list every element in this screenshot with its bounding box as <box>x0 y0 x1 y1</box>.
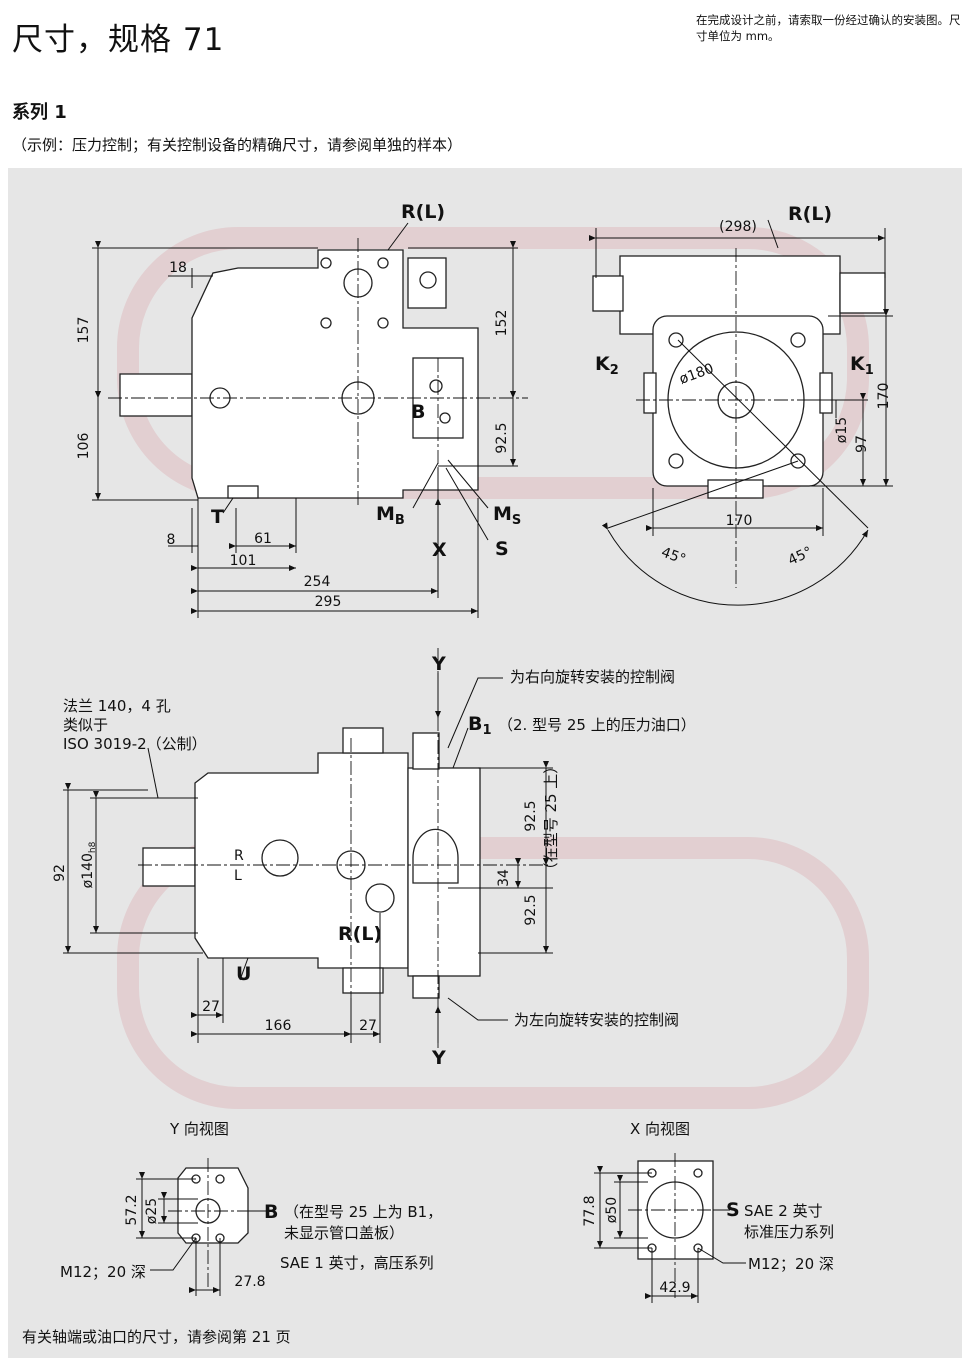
label-b-port: B <box>264 1201 278 1223</box>
side-view: 157 106 18 152 92.5 8 61 101 254 295 R(L… <box>76 201 528 618</box>
dim-18: 18 <box>169 260 187 276</box>
label-r-l: R(L) <box>401 201 445 223</box>
dim-45-right: 45° <box>786 544 815 569</box>
dim-34: 34 <box>496 869 512 887</box>
dim-254: 254 <box>304 574 331 590</box>
label-x: X <box>432 539 447 561</box>
dim-166: 166 <box>265 1018 292 1034</box>
dim-phi140: ø140h8 <box>80 841 98 888</box>
footer-note: 有关轴端或油口的尺寸，请参阅第 21 页 <box>22 1328 291 1346</box>
dim-27-right: 27 <box>359 1018 377 1034</box>
sae-2-note-2: 标准压力系列 <box>744 1223 834 1241</box>
flange-note-3: ISO 3019-2（公制） <box>63 735 207 753</box>
dim-101: 101 <box>230 553 257 569</box>
b-note-1: （在型号 25 上为 B1， <box>284 1203 442 1221</box>
y-view-title: Y 向视图 <box>169 1120 229 1138</box>
dim-92-5-lower: 92.5 <box>523 894 539 925</box>
y-view: Y 向视图 57.2 ø25 27.8 B （在型号 25 上为 B1， 未显示… <box>60 1120 442 1296</box>
label-b1: B1 <box>468 713 492 738</box>
dim-97: 97 <box>854 435 870 453</box>
watermark-logo <box>117 227 869 1109</box>
dim-27-8: 27.8 <box>234 1274 265 1290</box>
right-valve-note: 为右向旋转安装的控制阀 <box>510 668 675 686</box>
dimension-drawing: 157 106 18 152 92.5 8 61 101 254 295 R(L… <box>52 201 893 1303</box>
x-view: X 向视图 77.8 ø50 42.9 S SAE 2 英寸 标准压力系列 M1… <box>582 1120 834 1303</box>
dim-77-8: 77.8 <box>582 1195 598 1226</box>
top-view: 法兰 140，4 孔 类似于 ISO 3019-2（公制） 为右向旋转安装的控制… <box>52 648 696 1069</box>
b-note-2: 未显示管口盖板） <box>284 1224 404 1242</box>
b1-note: （2. 型号 25 上的压力油口） <box>498 716 696 734</box>
dim-phi25: ø25 <box>144 1198 160 1224</box>
label-y-bottom: Y <box>431 1047 446 1069</box>
sae-2-note-1: SAE 2 英寸 <box>744 1202 823 1220</box>
y-thread-note: M12；20 深 <box>60 1263 146 1281</box>
flange-note-1: 法兰 140，4 孔 <box>63 697 171 715</box>
label-u: U <box>236 963 251 985</box>
rotation-l: L <box>234 868 242 884</box>
dim-298: (298) <box>719 219 757 235</box>
dim-106: 106 <box>76 433 92 460</box>
dim-92: 92 <box>52 864 68 882</box>
dim-42-9: 42.9 <box>659 1280 690 1296</box>
header-note: 在完成设计之前，请索取一份经过确认的安装图。尺寸单位为 mm。 <box>696 13 961 43</box>
label-ms: MS <box>493 503 521 528</box>
model-25-note: （在型号 25 上） <box>542 759 560 878</box>
label-k2: K2 <box>595 353 619 378</box>
label-r-l-front: R(L) <box>788 203 832 225</box>
dim-27-left: 27 <box>202 999 220 1015</box>
dim-phi15: ø15 <box>834 417 850 443</box>
dim-170-vert: 170 <box>876 383 892 410</box>
left-valve-note: 为左向旋转安装的控制阀 <box>514 1011 679 1029</box>
flange-note-2: 类似于 <box>63 716 108 734</box>
dim-phi50: ø50 <box>604 1197 620 1223</box>
label-r-l-top: R(L) <box>338 923 382 945</box>
drawing-panel: 157 106 18 152 92.5 8 61 101 254 295 R(L… <box>8 168 962 1358</box>
series-example: （示例：压力控制；有关控制设备的精确尺寸，请参阅单独的样本） <box>12 136 463 154</box>
dim-170-horiz: 170 <box>726 513 753 529</box>
label-t: T <box>211 506 224 528</box>
x-view-title: X 向视图 <box>630 1120 690 1138</box>
front-view: (298) ø180 ø15 170 97 170 45° 45° R(L) K… <box>589 203 893 606</box>
rotation-r: R <box>234 848 244 864</box>
dim-57-2: 57.2 <box>124 1194 140 1225</box>
dim-152: 152 <box>494 310 510 337</box>
dim-92-5: 92.5 <box>494 422 510 453</box>
dim-45-left: 45° <box>659 544 688 568</box>
sae-1-note: SAE 1 英寸，高压系列 <box>280 1254 434 1272</box>
label-s: S <box>495 538 509 560</box>
page-title: 尺寸，规格 71 <box>12 22 225 58</box>
label-y-top: Y <box>431 653 446 675</box>
label-s-port: S <box>726 1199 740 1221</box>
dim-295: 295 <box>315 594 342 610</box>
series-heading: 系列 1 <box>12 102 67 123</box>
dim-61: 61 <box>254 531 272 547</box>
label-b: B <box>411 401 425 423</box>
label-k1: K1 <box>850 353 874 378</box>
x-thread-note: M12；20 深 <box>748 1255 834 1273</box>
dim-92-5-upper: 92.5 <box>523 800 539 831</box>
label-mb: MB <box>376 503 405 528</box>
dim-157: 157 <box>76 317 92 344</box>
dim-8: 8 <box>167 532 176 548</box>
